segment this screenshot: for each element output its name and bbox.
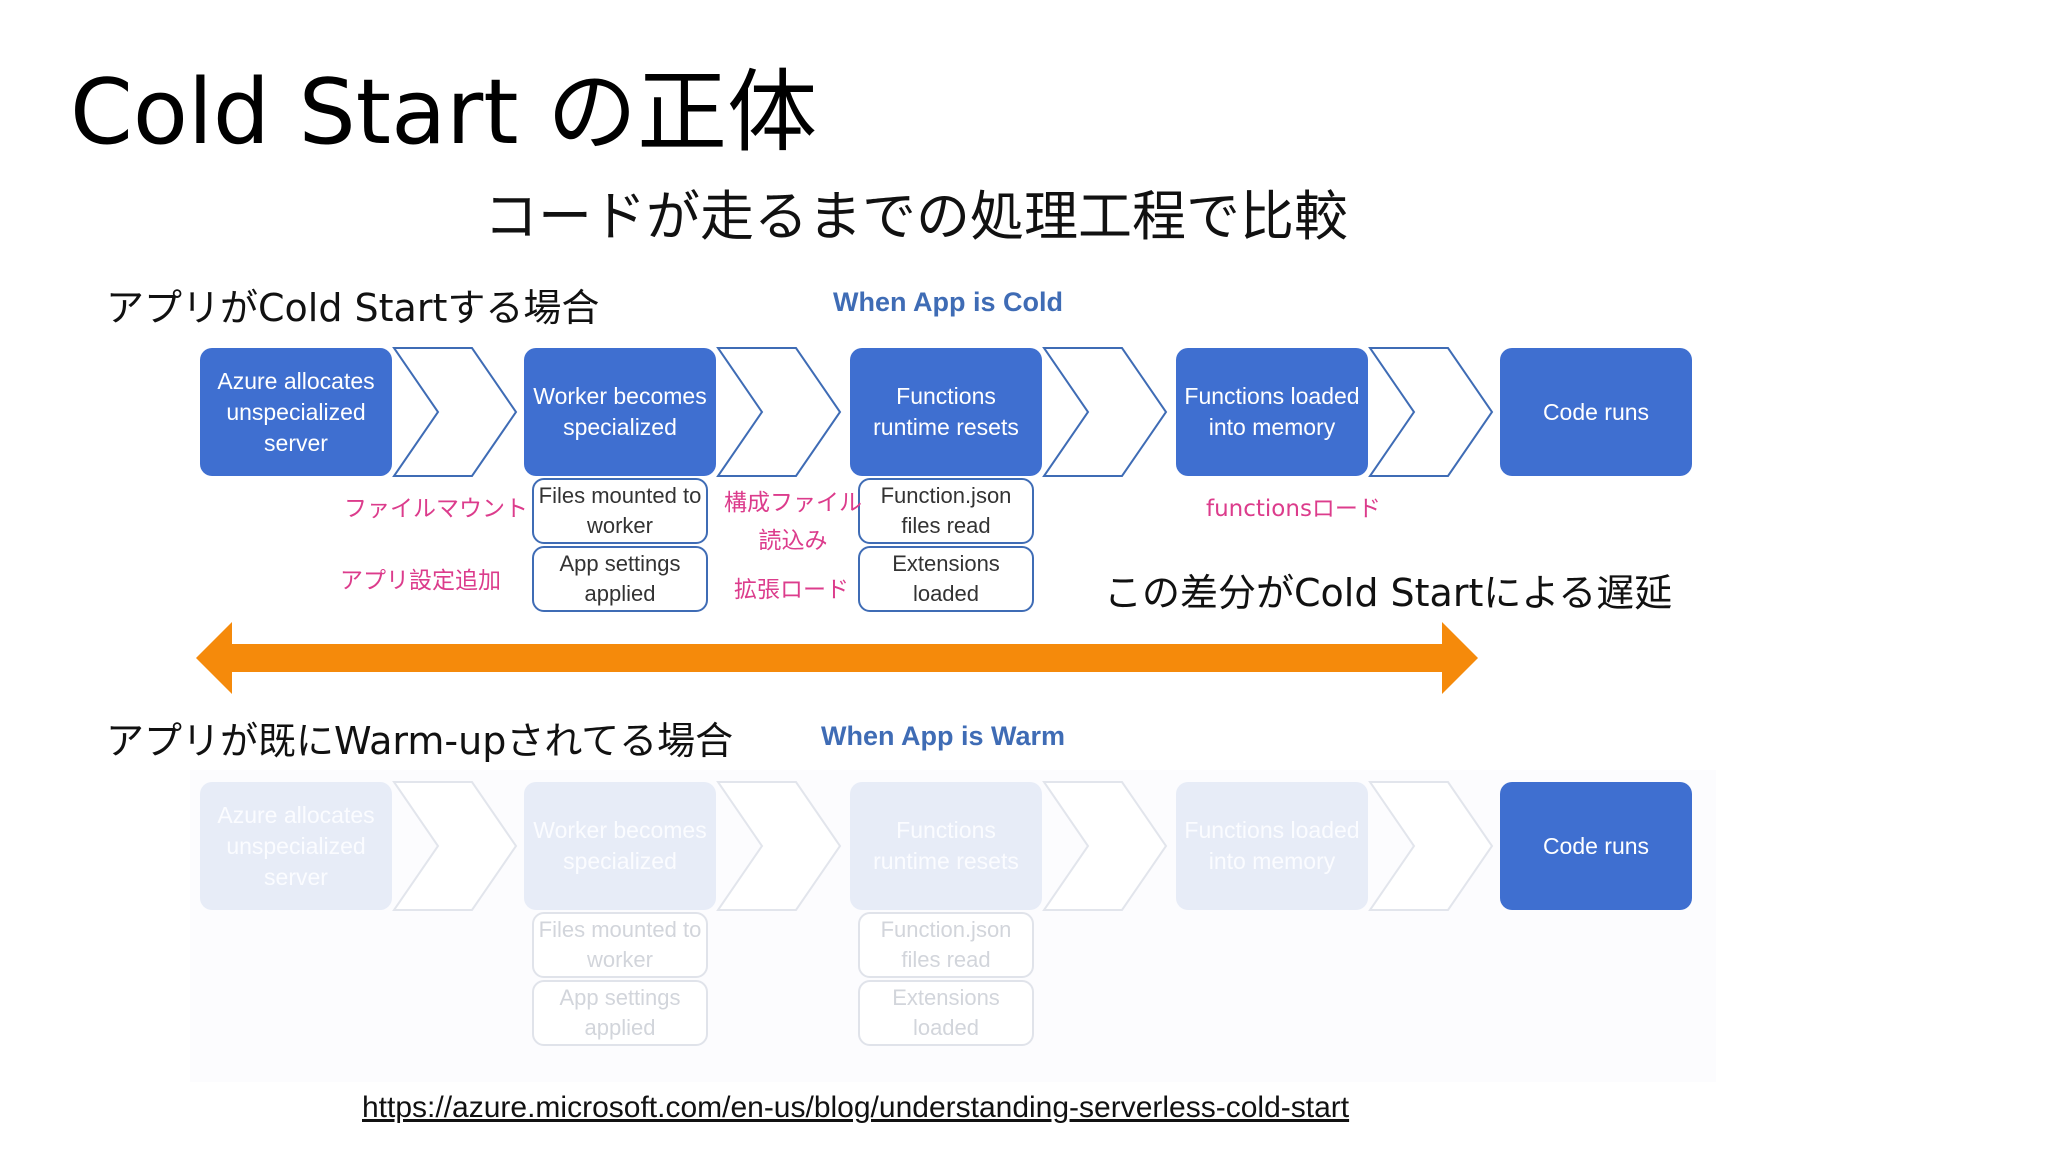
note-file-mount: ファイルマウント (344, 496, 528, 522)
warm-step-runtime: Functions runtime resets (850, 782, 1042, 910)
cold-step-functions-loaded: Functions loaded into memory (1176, 348, 1368, 476)
cold-substep-extensions: Extensions loaded (858, 546, 1034, 612)
warm-chevron-4-icon (1368, 781, 1494, 911)
note-config-files: 構成ファイル 読込み (724, 490, 862, 554)
source-link[interactable]: https://azure.microsoft.com/en-us/blog/u… (362, 1091, 1350, 1124)
note-extension-load: 拡張ロード (734, 577, 849, 603)
cold-step-code-runs: Code runs (1500, 348, 1692, 476)
warm-step-allocate: Azure allocates unspecialized server (200, 782, 392, 910)
warm-substep-function-json: Function.json files read (858, 912, 1034, 978)
warm-chevron-1-icon (392, 781, 518, 911)
slide-subtitle: コードが走るまでの処理工程で比較 (484, 185, 1348, 248)
slide-title: Cold Start の正体 (70, 60, 818, 165)
cold-step-allocate: Azure allocates unspecialized server (200, 348, 392, 476)
cold-case-label: アプリがCold Startする場合 (106, 286, 600, 330)
cold-substep-function-json: Function.json files read (858, 478, 1034, 544)
warm-chevron-3-icon (1042, 781, 1168, 911)
cold-flow-heading: When App is Cold (833, 287, 1063, 317)
warm-substep-files-mounted: Files mounted to worker (532, 912, 708, 978)
warm-substep-extensions: Extensions loaded (858, 980, 1034, 1046)
warm-step-worker: Worker becomes specialized (524, 782, 716, 910)
diff-label: この差分がCold Startによる遅延 (1104, 571, 1673, 615)
double-arrow-icon (196, 622, 1478, 694)
warm-flow-heading: When App is Warm (821, 721, 1066, 751)
note-app-settings: アプリ設定追加 (340, 568, 501, 594)
cold-substep-files-mounted: Files mounted to worker (532, 478, 708, 544)
cold-step-worker: Worker becomes specialized (524, 348, 716, 476)
warm-substep-app-settings: App settings applied (532, 980, 708, 1046)
warm-chevron-2-icon (716, 781, 842, 911)
cold-step-runtime: Functions runtime resets (850, 348, 1042, 476)
warm-case-label: アプリが既にWarm-upされてる場合 (106, 719, 734, 763)
cold-chevron-1-icon (392, 347, 518, 477)
note-functions-load: functionsロード (1206, 496, 1381, 522)
cold-substep-app-settings: App settings applied (532, 546, 708, 612)
cold-chevron-3-icon (1042, 347, 1168, 477)
cold-chevron-4-icon (1368, 347, 1494, 477)
cold-chevron-2-icon (716, 347, 842, 477)
warm-step-functions-loaded: Functions loaded into memory (1176, 782, 1368, 910)
warm-step-code-runs: Code runs (1500, 782, 1692, 910)
